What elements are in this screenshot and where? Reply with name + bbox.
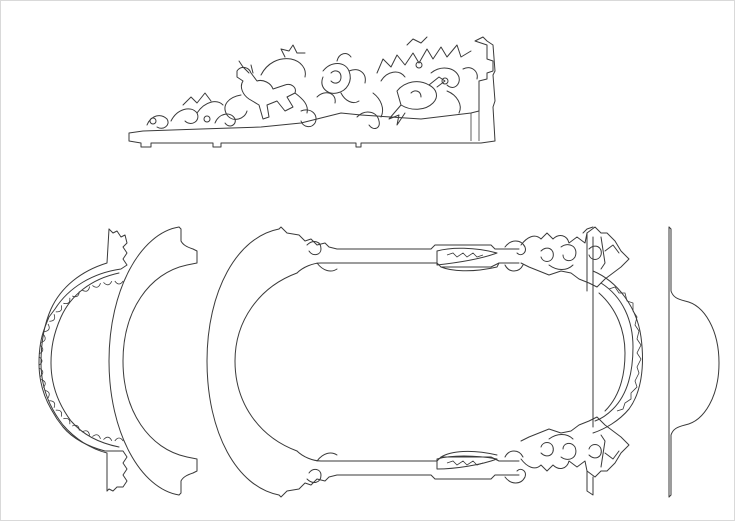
scallop-tooth xyxy=(63,297,71,305)
scallop-tooth xyxy=(63,417,71,425)
carved-frieze-panel xyxy=(128,36,496,148)
scallop-tooth xyxy=(55,305,63,313)
large-arch-frame xyxy=(206,226,526,498)
scallop-tooth xyxy=(72,291,80,298)
scallop-tooth xyxy=(39,345,44,355)
scallop-tooth xyxy=(72,424,80,431)
scallop-tooth xyxy=(44,323,50,332)
scallop-tooth xyxy=(55,409,63,417)
scallop-tooth xyxy=(38,356,43,366)
scallop-tooth xyxy=(92,434,101,440)
scalloped-arch-ring xyxy=(38,228,128,492)
scallop-tooth xyxy=(92,282,101,288)
scallop-tooth xyxy=(49,314,56,322)
scallop-tooth xyxy=(114,280,124,285)
scallop-tooth xyxy=(49,400,56,408)
scallop-tooth xyxy=(103,281,113,286)
scallop-tooth xyxy=(39,367,44,377)
scallop-tooth xyxy=(103,436,113,441)
side-profile-piece xyxy=(668,226,720,498)
scallop-tooth xyxy=(81,430,90,436)
scallop-tooth xyxy=(40,334,46,343)
ornamented-arch-frame xyxy=(520,226,643,496)
scallop-tooth xyxy=(114,437,124,442)
plain-arch-band xyxy=(108,226,198,496)
scallop-tooth xyxy=(40,379,46,388)
scallop-tooth xyxy=(44,390,50,399)
scallop-tooth xyxy=(81,286,90,292)
